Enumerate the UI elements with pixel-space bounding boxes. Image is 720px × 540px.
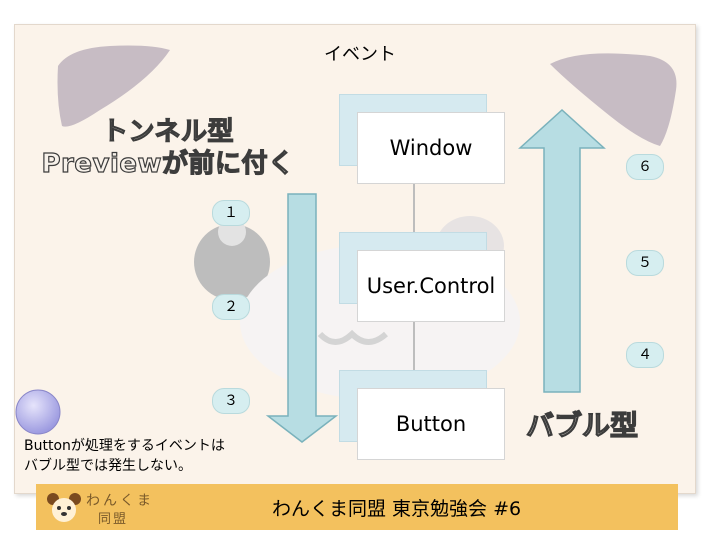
up-arrow <box>518 108 606 393</box>
window-box: Window <box>357 112 505 184</box>
wankuma-logo: わんくま 同盟 <box>40 488 164 527</box>
button-box: Button <box>357 388 505 460</box>
step-1: １ <box>212 200 250 226</box>
down-arrow <box>265 193 339 443</box>
window-label: Window <box>389 136 473 160</box>
decor-mascot-mouth <box>317 329 388 345</box>
user-control-label: User.Control <box>366 274 496 298</box>
step-5: ５ <box>626 250 664 276</box>
bear-face-icon <box>47 493 81 522</box>
lilac-ball-icon <box>15 389 61 435</box>
tunnel-title: トンネル型 Previewが前に付く <box>28 116 308 180</box>
slide-title: イベント <box>324 44 396 65</box>
step-3: ３ <box>212 388 250 414</box>
step-2: ２ <box>212 294 250 320</box>
tunnel-title-line1: トンネル型 <box>101 116 234 147</box>
decor-shape-right <box>550 53 677 147</box>
decor-shape-left <box>57 45 170 127</box>
connector-1 <box>413 180 415 236</box>
connector-2 <box>413 318 415 370</box>
footer-text: わんくま同盟 東京勉強会 #6 <box>272 498 522 520</box>
note-line1: Buttonが処理をするイベントは <box>24 438 225 454</box>
step-4: ４ <box>626 342 664 368</box>
step-6: ６ <box>626 154 664 180</box>
logo-text-line2: 同盟 <box>98 512 129 527</box>
user-control-box: User.Control <box>357 250 505 322</box>
footer-bar: わんくま 同盟 わんくま同盟 東京勉強会 #6 <box>36 484 678 530</box>
bubble-title: バブル型 <box>525 408 639 442</box>
note: Buttonが処理をするイベントは バブル型では発生しない。 <box>24 436 225 476</box>
logo-text-line1: わんくま <box>86 493 154 509</box>
tunnel-title-line2: Previewが前に付く <box>41 148 295 179</box>
note-line2: バブル型では発生しない。 <box>24 458 192 474</box>
button-label: Button <box>395 412 467 436</box>
decor-circle <box>194 224 270 300</box>
